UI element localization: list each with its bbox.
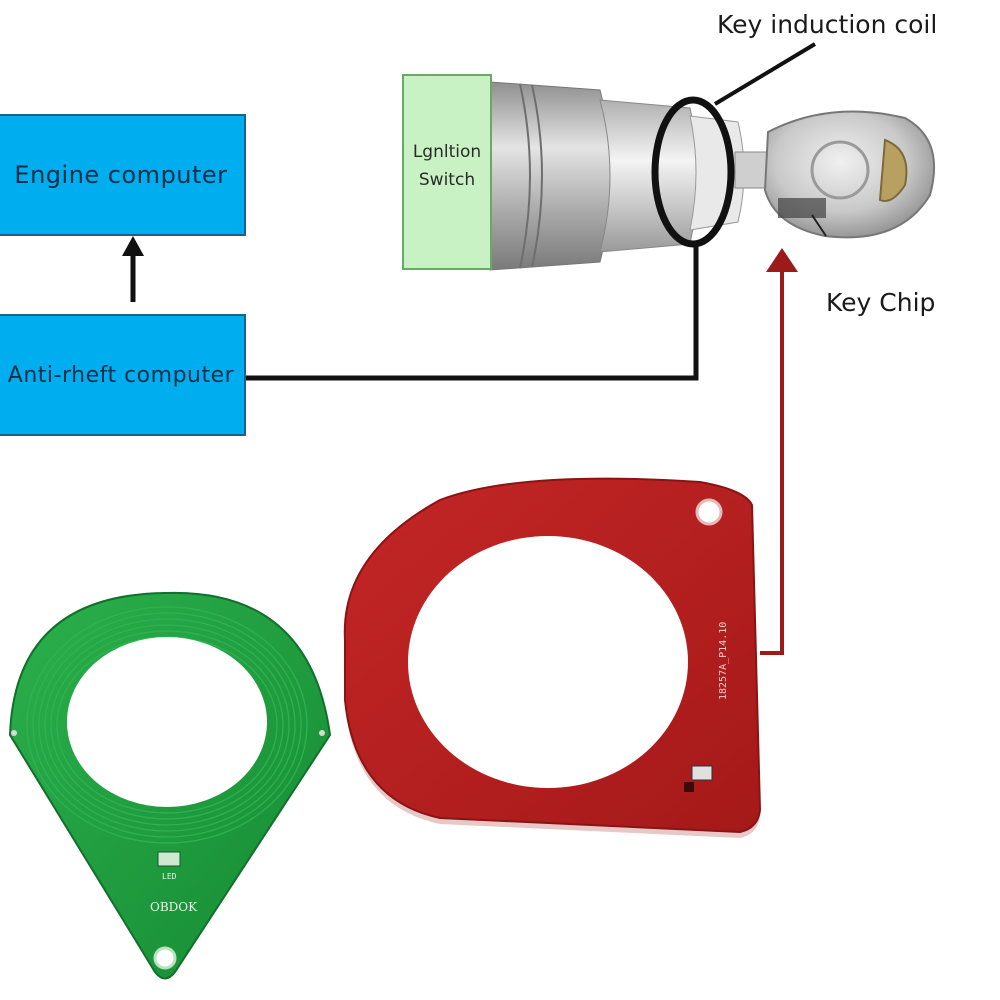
ignition-switch-label-line2: Switch xyxy=(418,170,476,190)
engine-computer-label: Engine computer xyxy=(14,161,228,189)
engine-computer-box: Engine computer xyxy=(0,114,246,236)
anti-theft-computer-box: Anti-rheft computer xyxy=(0,314,246,436)
coil-to-antitheft-wire xyxy=(246,244,699,381)
ignition-switch-label: Lgnltion Switch xyxy=(402,138,492,194)
key-head xyxy=(763,110,936,239)
ignition-switch-face xyxy=(402,74,492,270)
key-chip xyxy=(778,198,826,218)
coil-leader-line xyxy=(713,42,817,106)
green-pcb-brand: OBDOK xyxy=(150,900,198,914)
green-pcb-led-label: LED xyxy=(162,872,177,881)
switch-cylinder-mid xyxy=(599,99,698,253)
switch-cylinder-large xyxy=(489,81,612,271)
green-pcb-coil: LED OBDOK xyxy=(8,591,332,980)
anti-theft-computer-label: Anti-rheft computer xyxy=(7,362,235,388)
key-induction-coil-ring xyxy=(651,96,735,248)
red-pcb-coil: 18257A_P14.10 xyxy=(343,477,762,838)
engine-arrow-head xyxy=(122,236,144,256)
switch-cylinder-thread xyxy=(519,83,543,269)
red-arrow-head xyxy=(766,248,798,272)
key-induction-coil-label: Key induction coil xyxy=(717,10,938,39)
ignition-switch-assembly xyxy=(489,81,774,271)
red-pcb-code: 18257A_P14.10 xyxy=(718,622,729,700)
pcb-to-chip-red-arrow xyxy=(760,268,784,655)
chip-leader-line xyxy=(811,214,827,237)
key-chip-label: Key Chip xyxy=(826,288,936,317)
ignition-switch-label-line1: Lgnltion xyxy=(412,142,482,162)
